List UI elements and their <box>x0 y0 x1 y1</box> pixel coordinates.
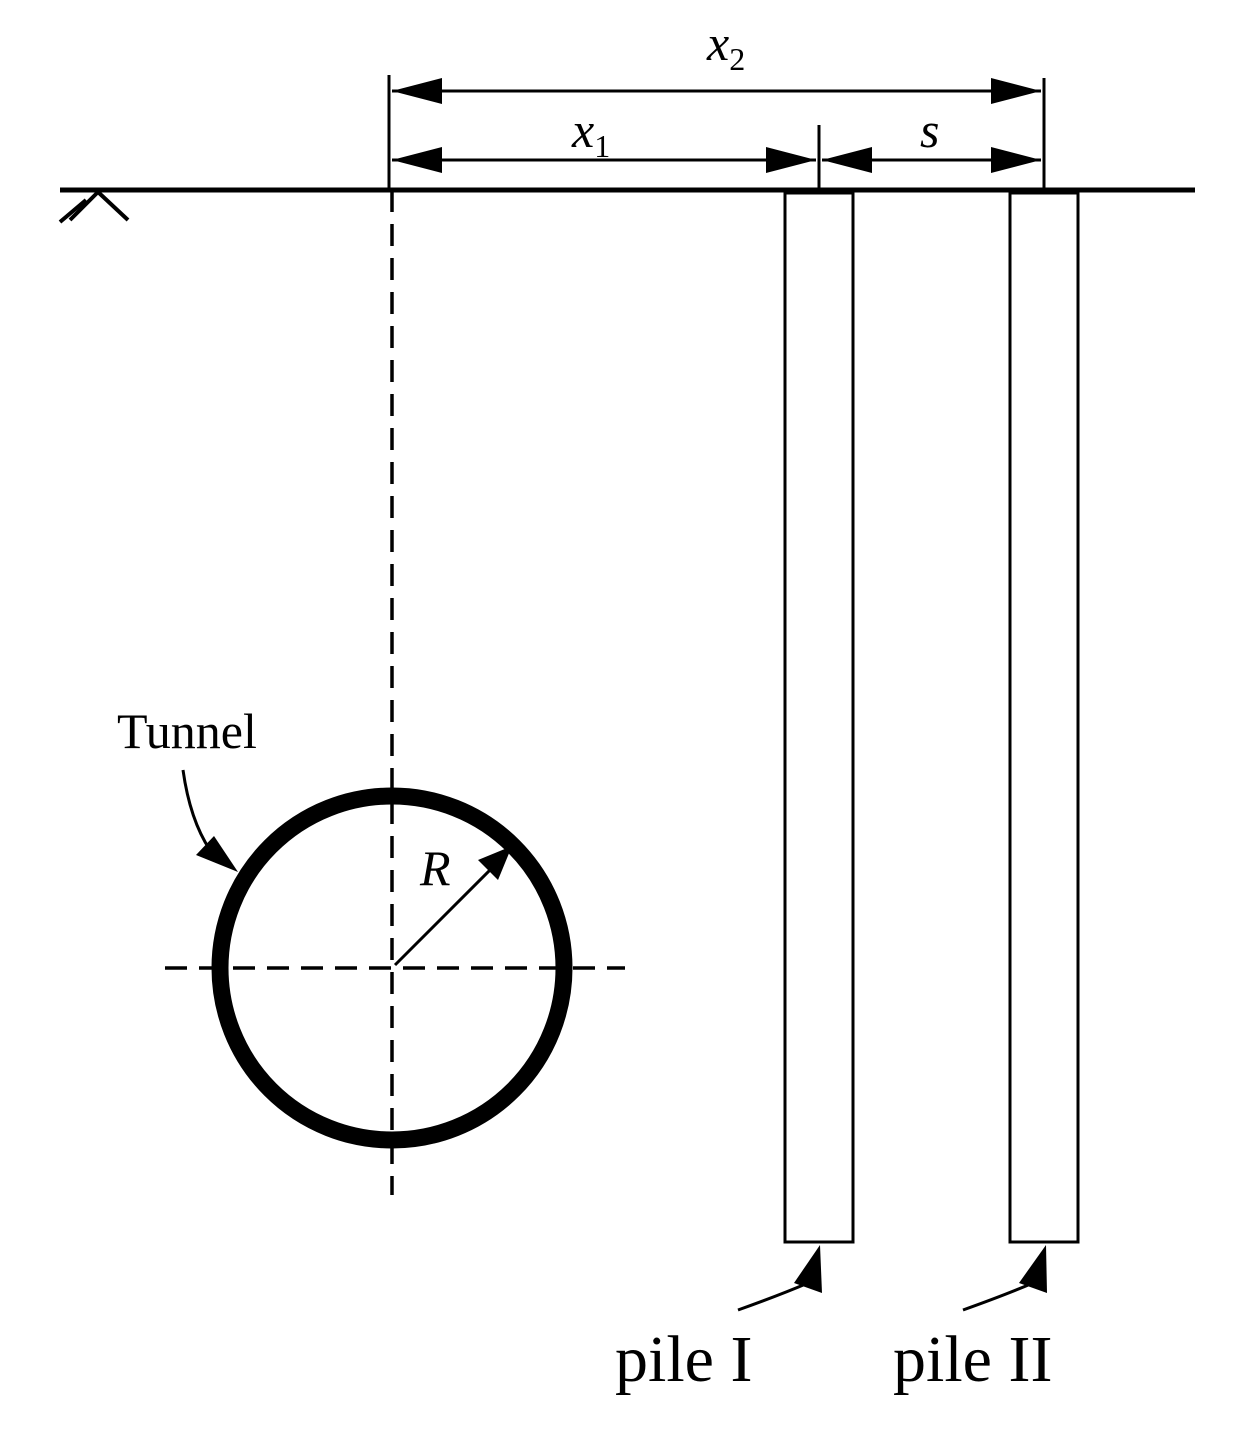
pile-1 <box>783 191 855 1244</box>
tunnel-leader-arrow <box>181 769 238 872</box>
x1-dimension-line <box>392 147 816 173</box>
radius-label: R <box>419 840 451 896</box>
ground-symbol-icon <box>58 190 130 224</box>
tunnel-ring <box>211 787 573 1149</box>
radius-arrowhead-icon <box>478 846 512 880</box>
x1-label: x1 <box>571 102 610 164</box>
s-dimension-line <box>822 147 1041 173</box>
pile2-label: pile II <box>893 1323 1052 1396</box>
pile2-leader-arrow <box>962 1245 1047 1312</box>
pile1-label: pile I <box>615 1323 752 1396</box>
x2-dimension-line <box>392 78 1041 104</box>
tunnel-label: Tunnel <box>117 703 257 759</box>
s-label: s <box>920 102 939 158</box>
x2-label: x2 <box>706 15 745 77</box>
pile1-leader-arrow <box>737 1245 822 1312</box>
pile-2 <box>1008 191 1080 1244</box>
